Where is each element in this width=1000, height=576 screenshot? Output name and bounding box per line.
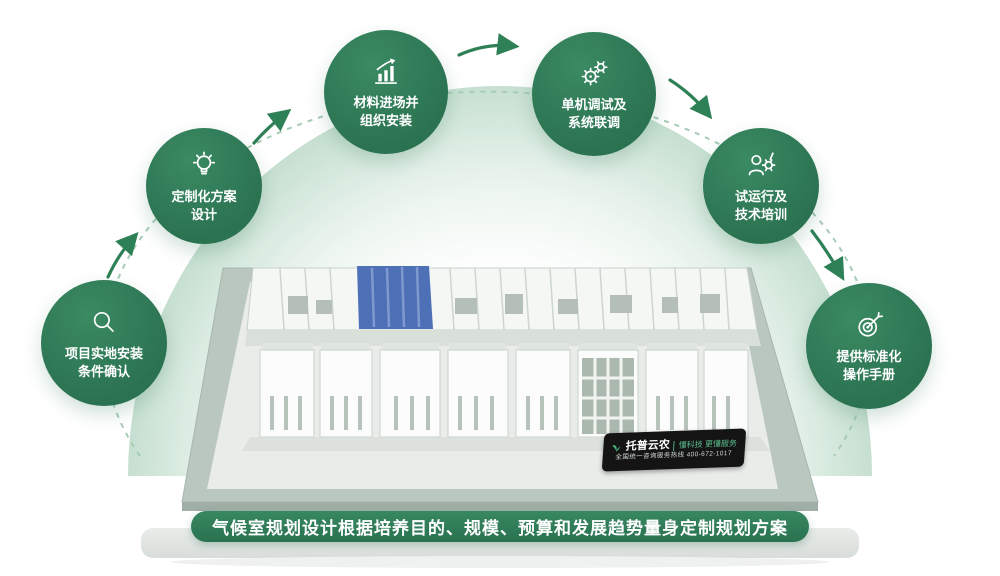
sprout-logo-icon <box>612 444 621 452</box>
brand-hotline: 全国统一咨询服务热线 400-672-1017 <box>615 450 733 462</box>
magnifier-icon <box>93 311 114 332</box>
step-debugging: 单机调试及 系统联调 <box>532 32 656 156</box>
step-material-installation: 材料进场并 组织安装 <box>324 30 448 154</box>
brand-name: 托普云农 <box>625 439 671 453</box>
model-platform-edge <box>182 502 818 511</box>
step-label: 材料进场并 组织安装 <box>353 94 419 128</box>
trainer-icon <box>748 152 776 176</box>
step-standard-manual: 提供标准化 操作手册 <box>806 283 932 409</box>
caption-banner: 气候室规划设计根据培养目的、规模、预算和发展趋势量身定制规划方案 <box>191 511 809 542</box>
lightbulb-icon <box>192 151 216 175</box>
brand-plate: 托普云农 懂科技 更懂服务 全国统一咨询服务热线 400-672-1017 <box>601 428 747 472</box>
plate-divider <box>673 440 676 451</box>
step-label: 定制化方案 设计 <box>171 188 237 222</box>
pedestal-shadow <box>170 556 830 568</box>
growth-chart-icon <box>374 58 398 84</box>
step-label: 试运行及 技术培训 <box>734 188 787 222</box>
gears-icon <box>581 61 608 86</box>
step-label: 单机调试及 系统联调 <box>561 96 627 130</box>
caption-text: 气候室规划设计根据培养目的、规模、预算和发展趋势量身定制规划方案 <box>212 519 788 538</box>
step-site-condition-confirmation: 项目实地安装 条件确认 <box>41 280 167 406</box>
step-label: 项目实地安装 条件确认 <box>64 345 143 379</box>
brand-tagline: 懂科技 更懂服务 <box>678 438 738 450</box>
step-trial-training: 试运行及 技术培训 <box>703 128 819 244</box>
step-label: 提供标准化 操作手册 <box>836 348 902 382</box>
target-icon <box>858 311 884 337</box>
step-custom-design: 定制化方案 设计 <box>146 128 262 244</box>
